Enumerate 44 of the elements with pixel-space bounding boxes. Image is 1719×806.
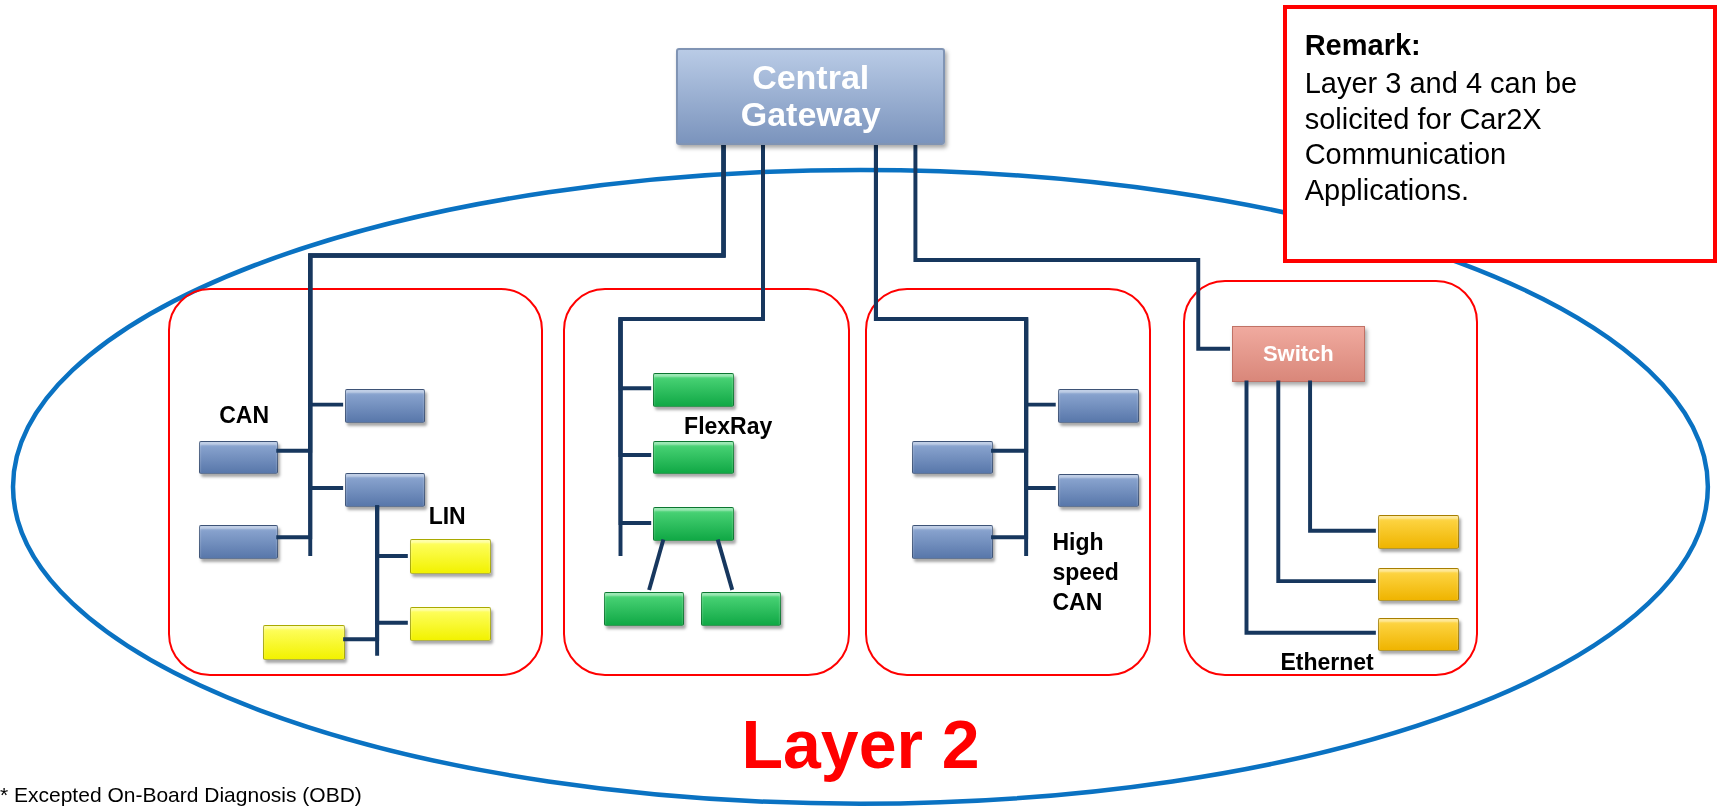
network-group	[1182, 279, 1478, 677]
network-group	[563, 288, 850, 677]
network-group	[167, 288, 543, 677]
connection-line	[276, 144, 726, 540]
bus-label: High speed CAN	[1052, 528, 1120, 618]
connection-line	[873, 144, 1029, 540]
ecu-box	[1377, 567, 1459, 601]
switch-box	[1232, 326, 1365, 383]
bus-label: Ethernet	[1280, 647, 1375, 677]
bus-label: FlexRay	[684, 412, 774, 442]
bus-label: CAN	[219, 401, 271, 431]
connection-line	[1308, 380, 1376, 533]
connection-line	[1244, 380, 1376, 635]
ecu-box	[199, 440, 279, 475]
remark-text: Layer 3 and 4 can be solicited for Car2X Communication Applications.	[1304, 66, 1579, 208]
node-label: Switch	[1262, 341, 1334, 368]
ecu-box	[1057, 388, 1139, 423]
remark-heading: Remark:	[1304, 29, 1422, 63]
ecu-box	[345, 473, 426, 508]
network-group	[864, 288, 1152, 677]
ecu-box	[603, 591, 684, 626]
ecu-box	[1057, 474, 1139, 508]
gateway-box	[676, 48, 945, 145]
connection-line	[1276, 380, 1376, 584]
ecu-box	[653, 507, 735, 542]
bus-label: LIN	[428, 502, 467, 532]
ecu-box	[1377, 618, 1459, 651]
ecu-box	[345, 388, 426, 423]
ecu-box	[653, 372, 735, 407]
ecu-box	[653, 440, 735, 475]
node-label: Central Gateway	[739, 59, 882, 134]
ecu-box	[911, 524, 993, 559]
ecu-box	[1377, 515, 1459, 550]
ecu-box	[262, 624, 346, 660]
ecu-box	[911, 440, 993, 475]
ecu-box	[701, 591, 782, 626]
remark-box	[1282, 5, 1717, 264]
connection-line	[343, 505, 380, 642]
ecu-box	[199, 524, 279, 559]
connection-line	[913, 144, 1231, 351]
ecu-box	[409, 607, 491, 642]
footnote: * Excepted On-Board Diagnosis (OBD)	[0, 782, 362, 806]
ecu-box	[409, 539, 491, 575]
layer-title: Layer 2	[740, 704, 981, 783]
